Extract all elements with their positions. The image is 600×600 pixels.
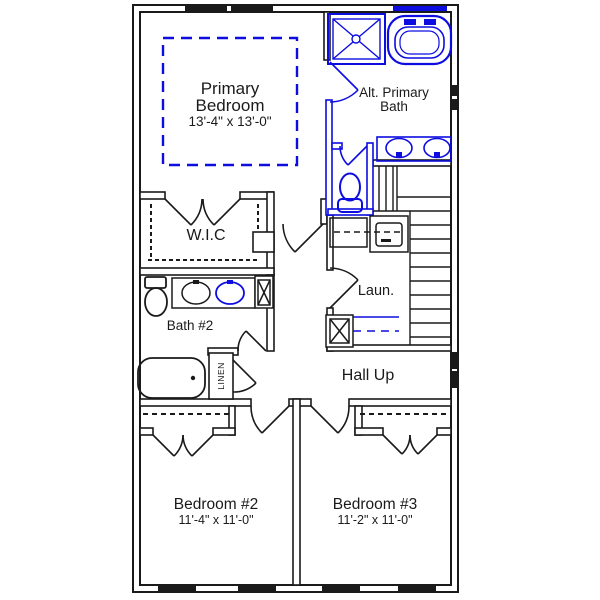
- door-arc-wc: [339, 145, 368, 166]
- window-right-upper: [452, 85, 457, 96]
- alt-bath-name-2: Bath: [380, 99, 408, 114]
- bedroom3-dims: 11'-2" x 11'-0": [337, 513, 412, 527]
- windows: [158, 6, 457, 591]
- bath2-chase-x-icon: [254, 275, 274, 309]
- bedroom3-label: Bedroom #3 11'-2" x 11'-0": [333, 496, 417, 527]
- laundry-label: Laun.: [358, 283, 394, 299]
- window-top-left: [185, 6, 227, 11]
- window-top-left2: [231, 6, 273, 11]
- wic-label: W.I.C: [186, 227, 225, 244]
- shower-icon: [327, 13, 386, 65]
- window-br3-b: [398, 586, 436, 591]
- window-br2-b: [238, 586, 276, 591]
- hall-label: Hall Up: [342, 367, 395, 384]
- primary-bedroom-name-2: Bedroom: [196, 96, 265, 115]
- door-arc-bedroom2: [250, 405, 290, 434]
- wic-shelving: [148, 204, 259, 261]
- interior-walls: [139, 11, 452, 586]
- door-arc-linen: [232, 359, 257, 393]
- alt-bath-vanity-icon: [376, 136, 452, 162]
- alt-primary-bath-label: Alt. Primary Bath: [359, 85, 429, 114]
- door-arc-alt-bath: [329, 61, 359, 103]
- primary-bedroom-label: Primary Bedroom 13'-4" x 13'-0": [188, 79, 271, 129]
- window-tub-blue: [393, 6, 447, 11]
- bath2-tub-icon: [137, 357, 206, 399]
- bath2-vanity-icon: [171, 277, 256, 309]
- bedroom2-label: Bedroom #2 11'-4" x 11'-0": [174, 496, 258, 527]
- alt-bath-name-1: Alt. Primary: [359, 85, 429, 100]
- door-arc-laundry: [329, 267, 359, 309]
- bedroom2-dims: 11'-4" x 11'-0": [178, 513, 253, 527]
- door-arc-bath2: [237, 330, 267, 352]
- door-arc-bedroom3: [310, 405, 350, 434]
- bedroom2-name: Bedroom #2: [174, 496, 258, 513]
- stairs: [373, 166, 451, 345]
- linen-closet: [208, 352, 234, 400]
- door-arc-br2-closet: [152, 434, 214, 457]
- bathtub-icon: [386, 14, 453, 66]
- primary-bedroom-dims: 13'-4" x 13'-0": [188, 114, 271, 129]
- primary-bedroom-name-1: Primary: [201, 79, 260, 98]
- door-arc-suite: [282, 223, 324, 253]
- linen-label: LINEN: [216, 362, 226, 390]
- window-right-hall2: [452, 371, 457, 388]
- window-br3-a: [322, 586, 360, 591]
- bath2-label: Bath #2: [167, 318, 214, 333]
- laundry-shelf-rod: [353, 316, 399, 332]
- primary-bedroom-option-box: [161, 36, 299, 167]
- dryer-utility-sink-icon: [369, 215, 409, 253]
- wc-toilet-icon: [337, 172, 363, 213]
- window-right-hall: [452, 352, 457, 369]
- door-arc-wic-double: [164, 198, 241, 226]
- window-right-upper2: [452, 99, 457, 110]
- bedroom3-name: Bedroom #3: [333, 496, 417, 513]
- laundry-chase-x-icon: [325, 314, 354, 348]
- window-br2-a: [158, 586, 196, 591]
- bath2-toilet-icon: [144, 276, 168, 317]
- alt-bath-walls: [325, 99, 374, 216]
- door-arc-br3-closet: [382, 434, 438, 455]
- door-swings: [152, 61, 438, 457]
- bath2-alt-sink-icon: [215, 280, 245, 305]
